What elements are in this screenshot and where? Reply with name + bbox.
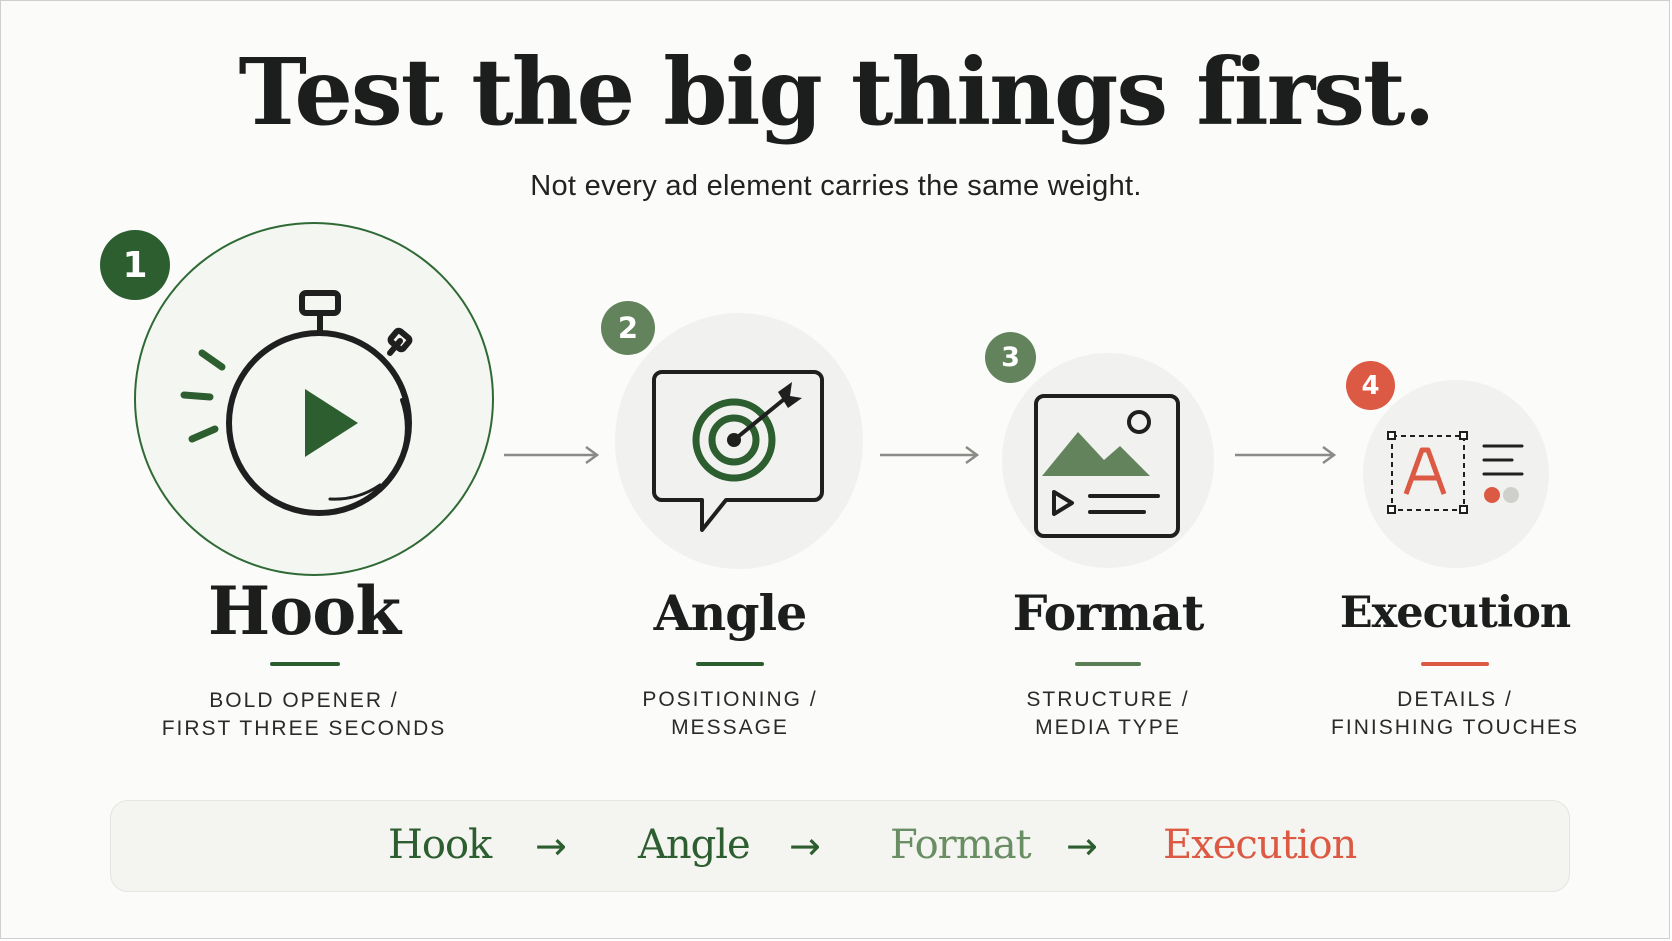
summary-item-execution: Execution	[1163, 822, 1357, 868]
step-label-hook: Hook	[207, 572, 401, 650]
summary-item-format: Format	[890, 822, 1032, 868]
step-label-format: Format	[1012, 584, 1205, 642]
page-subtitle: Not every ad element carries the same we…	[530, 170, 1142, 202]
format-desc-line1: STRUCTURE /	[1026, 688, 1190, 711]
hook-underline	[270, 662, 340, 666]
page-title: Test the big things first.	[238, 38, 1435, 146]
hook-desc-line2: FIRST THREE SECONDS	[161, 717, 447, 740]
format-underline	[1075, 662, 1141, 666]
text-edit-icon	[1387, 431, 1524, 514]
hook-description: BOLD OPENER / FIRST THREE SECONDS	[144, 687, 464, 743]
step-badge-3: 3	[985, 332, 1036, 383]
stopwatch-play-icon	[180, 290, 413, 516]
summary-arrow-2: →	[789, 824, 821, 868]
angle-desc-line2: MESSAGE	[671, 716, 789, 739]
angle-underline	[696, 662, 764, 666]
summary-arrow-3: →	[1066, 824, 1098, 868]
step-badge-4: 4	[1346, 361, 1395, 410]
hook-desc-line1: BOLD OPENER /	[209, 689, 399, 712]
connector-arrow-1	[504, 445, 600, 465]
execution-desc-line2: FINISHING TOUCHES	[1331, 716, 1579, 739]
step-label-angle: Angle	[653, 584, 808, 642]
angle-desc-line1: POSITIONING /	[642, 688, 818, 711]
image-media-icon	[1034, 394, 1180, 538]
step-badge-1: 1	[100, 230, 170, 300]
connector-arrow-2	[880, 445, 980, 465]
execution-description: DETAILS / FINISHING TOUCHES	[1305, 686, 1605, 742]
summary-arrow-1: →	[535, 824, 567, 868]
target-speech-bubble-icon	[652, 370, 824, 532]
connector-arrow-3	[1235, 445, 1337, 465]
format-desc-line2: MEDIA TYPE	[1035, 716, 1181, 739]
step-label-execution: Execution	[1339, 588, 1571, 638]
execution-desc-line1: DETAILS /	[1397, 688, 1513, 711]
summary-item-angle: Angle	[638, 822, 751, 868]
execution-underline	[1421, 662, 1489, 666]
step-badge-2: 2	[601, 301, 655, 355]
summary-bar	[110, 800, 1570, 892]
format-description: STRUCTURE / MEDIA TYPE	[968, 686, 1248, 742]
angle-description: POSITIONING / MESSAGE	[590, 686, 870, 742]
summary-item-hook: Hook	[388, 822, 492, 868]
